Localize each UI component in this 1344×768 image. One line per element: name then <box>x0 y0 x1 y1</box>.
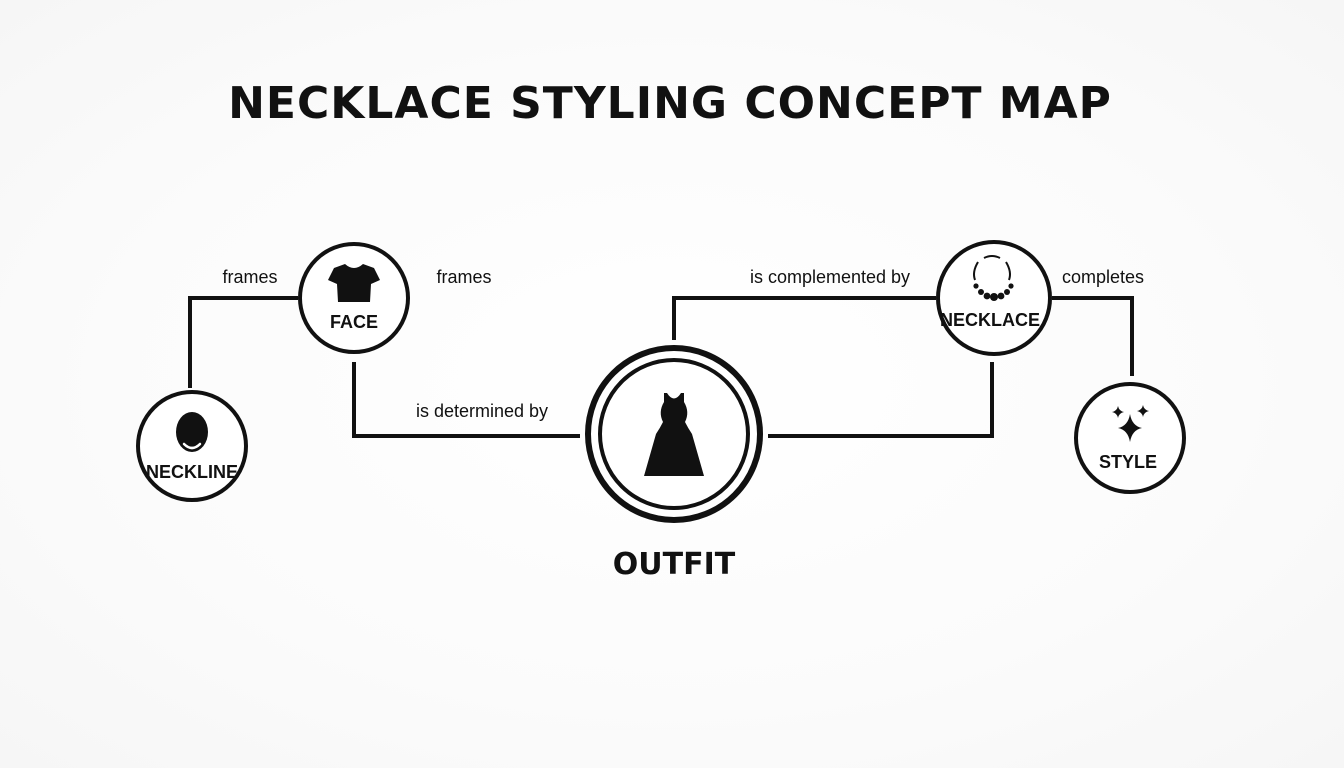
face-silhouette-icon <box>176 412 208 452</box>
connector-neckline-face <box>188 296 298 388</box>
edge-label-neckline-face: frames <box>222 267 277 287</box>
edge-label-face-frames: frames <box>436 267 491 287</box>
connector-outfit-necklace-bottom <box>768 362 994 438</box>
node-outfit-label: OUTFIT <box>613 547 736 582</box>
node-face-label: FACE <box>330 312 378 332</box>
edge-label-face-outfit: is determined by <box>416 401 548 421</box>
node-necklace: NECKLACE <box>936 240 1052 356</box>
node-face: FACE <box>298 242 410 354</box>
edge-label-necklace-style: completes <box>1062 267 1144 287</box>
node-style-label: STYLE <box>1099 452 1157 472</box>
node-outfit <box>585 345 763 523</box>
node-neckline-label: NECKLINE <box>146 462 238 482</box>
connector-face-outfit <box>352 362 580 438</box>
node-necklace-label: NECKLACE <box>940 310 1040 330</box>
necklace-icon <box>973 255 1014 301</box>
page-title: NECKLACE STYLING CONCEPT MAP <box>228 78 1112 129</box>
edge-label-outfit-necklace: is complemented by <box>750 267 910 287</box>
sparkle-icon <box>1112 405 1149 442</box>
tshirt-icon <box>328 264 380 302</box>
connector-necklace-style <box>1052 296 1134 376</box>
connector-outfit-necklace-top <box>672 296 936 340</box>
node-neckline: NECKLINE <box>136 390 248 502</box>
node-style: STYLE <box>1074 382 1186 494</box>
node-outfit-inner-ring <box>598 358 750 510</box>
dress-icon <box>644 393 704 476</box>
